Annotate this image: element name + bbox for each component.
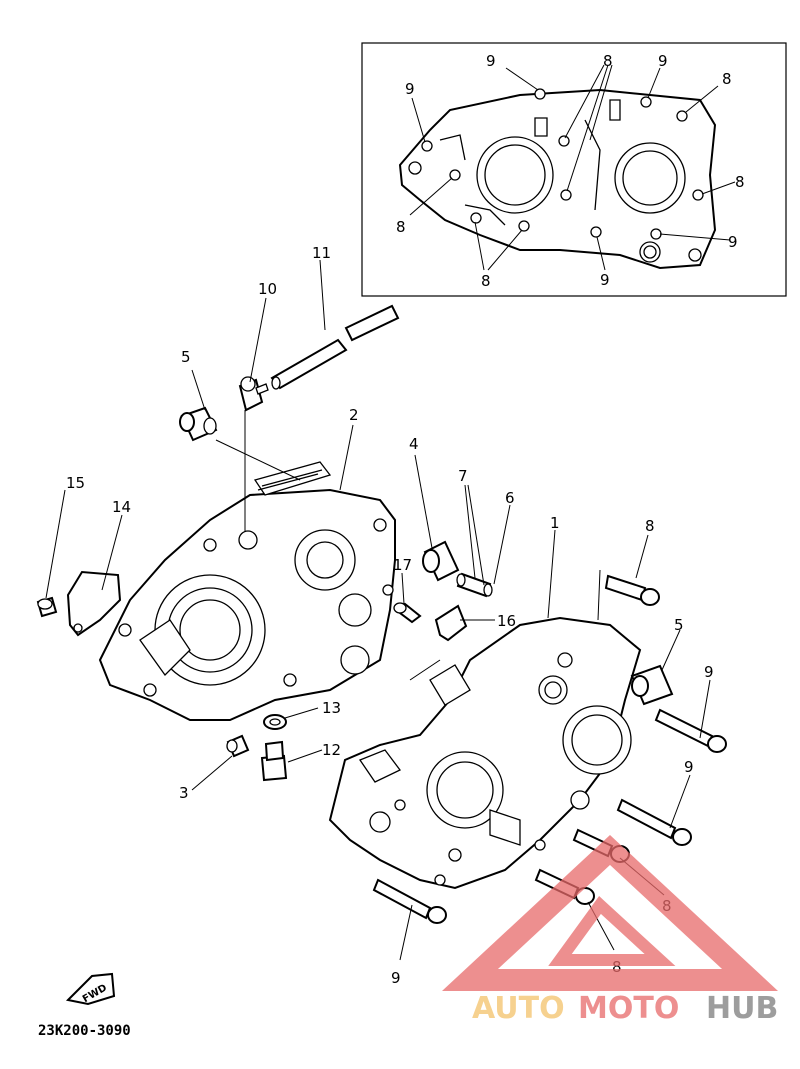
- inset-callout-8: 8: [396, 218, 406, 236]
- watermark-logo: AUTO MOTO HUB: [441, 834, 778, 1026]
- bracket-14: [66, 570, 122, 637]
- pin-7-6: [456, 572, 493, 598]
- callout-12: 12: [322, 741, 341, 759]
- dowel-3: [226, 734, 250, 758]
- inset-bolt-marks: [421, 88, 704, 240]
- callout-9: 9: [684, 758, 694, 776]
- watermark-hub: HUB: [706, 991, 778, 1026]
- callout-6: 6: [505, 489, 515, 507]
- inset-callout-9: 9: [728, 233, 738, 251]
- diagram-part-number: 23K200-3090: [38, 1023, 131, 1039]
- watermark-auto: AUTO: [472, 991, 565, 1026]
- callout-17: 17: [393, 556, 412, 574]
- dowel-collar-right: [630, 664, 674, 706]
- dowel-collar-left: [179, 406, 218, 442]
- inset-crankcase-outline: [398, 88, 717, 270]
- inset-callout-9: 9: [600, 271, 610, 289]
- inset-callout-8: 8: [722, 70, 732, 88]
- callout-8: 8: [612, 958, 622, 976]
- left-crankcase: [98, 461, 396, 721]
- callout-5: 5: [674, 616, 684, 634]
- inset-view: 9 8 9 8 9 8 9 8 9 8: [361, 42, 787, 297]
- callout-8: 8: [645, 517, 655, 535]
- callout-labels: 1 2 3 4 5 5 6 7 8 8 8 9 9 9 10 11 12 13 …: [66, 244, 714, 987]
- callout-4: 4: [409, 435, 419, 453]
- callout-10: 10: [258, 280, 277, 298]
- bearing-4: [422, 540, 460, 582]
- callout-11: 11: [312, 244, 331, 262]
- bolt-15: [36, 596, 58, 618]
- inset-callout-9: 9: [658, 52, 668, 70]
- plate-16: [434, 604, 468, 642]
- inset-callout-8: 8: [481, 272, 491, 290]
- pipe-fitting: [238, 376, 269, 412]
- callout-16: 16: [497, 612, 516, 630]
- callout-14: 14: [112, 498, 131, 516]
- washer-13: [263, 714, 287, 730]
- inset-callout-8: 8: [735, 173, 745, 191]
- callout-3: 3: [179, 784, 189, 802]
- callout-13: 13: [322, 699, 341, 717]
- fwd-arrow: FWD: [65, 972, 116, 1005]
- callout-9: 9: [391, 969, 401, 987]
- callout-7: 7: [458, 467, 468, 485]
- bolt-17: [393, 602, 422, 624]
- inset-leader-lines: [409, 64, 736, 271]
- watermark-moto: MOTO: [578, 991, 679, 1026]
- drain-plug-12: [260, 740, 288, 782]
- callout-15: 15: [66, 474, 85, 492]
- callout-5: 5: [181, 348, 191, 366]
- breather-pipe: [270, 304, 400, 390]
- callout-9: 9: [704, 663, 714, 681]
- inset-callout-labels: 9 8 9 8 9 8 9 8 9 8: [396, 52, 745, 290]
- leader-lines: [45, 259, 711, 961]
- inset-callout-9: 9: [405, 80, 415, 98]
- inset-callout-9: 9: [486, 52, 496, 70]
- right-crankcase: [328, 616, 642, 890]
- inset-callout-8: 8: [603, 52, 613, 70]
- callout-2: 2: [349, 406, 359, 424]
- bolts: [372, 574, 727, 924]
- callout-1: 1: [550, 514, 560, 532]
